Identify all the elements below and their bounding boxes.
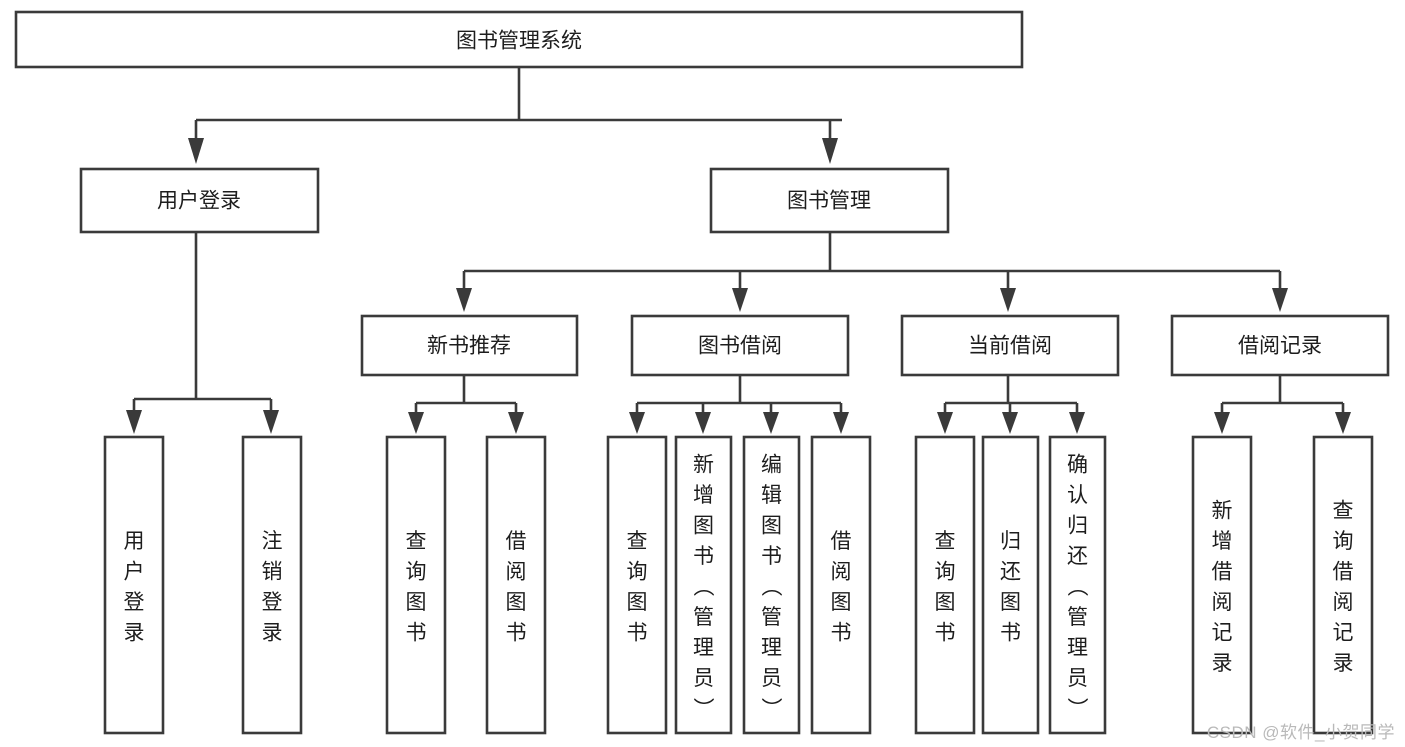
node-book-borrow-label: 图书借阅: [698, 335, 782, 358]
node-book-manage-label: 图书管理: [787, 190, 871, 213]
node-book-manage[interactable]: 图书管理: [709, 167, 950, 234]
node-leaf-edit-book-label: 编辑图书（管理员）: [761, 454, 783, 721]
node-leaf-query-book-3-label: 查询图书: [935, 530, 956, 645]
arrow-head-leaf-add-record: [1214, 412, 1230, 434]
node-leaf-borrow-book-1[interactable]: 借阅图书: [485, 435, 547, 735]
arrow-head-borrow-record: [1272, 288, 1288, 312]
node-leaf-add-book-box[interactable]: [674, 435, 733, 735]
node-leaf-logout-label: 注销登录: [262, 530, 283, 645]
arrow-head-leaf-confirm-return: [1069, 412, 1085, 434]
arrow-head-leaf-user-login: [126, 410, 142, 434]
arrow-head-user-login: [188, 138, 204, 164]
edge-group-new-book-recommend-to-leaves: [408, 375, 524, 434]
node-leaf-borrow-book-1-label: 借阅图书: [506, 530, 527, 645]
node-leaf-add-record-box[interactable]: [1191, 435, 1253, 735]
node-leaf-query-book-1-box[interactable]: [385, 435, 447, 735]
arrow-head-leaf-add-book: [695, 412, 711, 434]
node-root[interactable]: 图书管理系统: [14, 10, 1024, 69]
arrow-head-current-borrow: [1000, 288, 1016, 312]
node-root-box[interactable]: [14, 10, 1024, 69]
node-leaf-user-login[interactable]: 用户登录: [103, 435, 165, 735]
node-leaf-confirm-return-box[interactable]: [1048, 435, 1107, 735]
node-leaf-query-book-1-label: 查询图书: [406, 530, 427, 645]
node-leaf-query-book-3[interactable]: 查询图书: [914, 435, 976, 735]
arrow-head-book-borrow: [732, 288, 748, 312]
node-leaf-borrow-book-2[interactable]: 借阅图书: [810, 435, 872, 735]
node-leaf-user-login-box[interactable]: [103, 435, 165, 735]
edge-group-current-borrow-to-leaves: [937, 375, 1085, 434]
arrow-head-book-manage: [822, 138, 838, 164]
node-borrow-record-box[interactable]: [1170, 314, 1390, 377]
arrow-head-new-book-recommend: [456, 288, 472, 312]
node-leaf-query-record-box[interactable]: [1312, 435, 1374, 735]
node-leaf-confirm-return[interactable]: 确认归还（管理员）: [1048, 435, 1107, 735]
node-leaf-borrow-book-2-box[interactable]: [810, 435, 872, 735]
node-leaf-edit-book[interactable]: 编辑图书（管理员）: [742, 435, 801, 735]
node-leaf-logout[interactable]: 注销登录: [241, 435, 303, 735]
node-root-label: 图书管理系统: [456, 30, 582, 53]
node-leaf-query-record[interactable]: 查询借阅记录: [1312, 435, 1374, 735]
arrow-head-leaf-edit-book: [763, 412, 779, 434]
node-leaf-return-book-box[interactable]: [981, 435, 1040, 735]
node-current-borrow[interactable]: 当前借阅: [900, 314, 1120, 377]
node-leaf-query-book-3-box[interactable]: [914, 435, 976, 735]
edge-group-book-borrow-to-leaves: [629, 375, 849, 434]
node-leaf-logout-box[interactable]: [241, 435, 303, 735]
arrow-head-leaf-query-book-2: [629, 412, 645, 434]
node-leaf-query-book-1[interactable]: 查询图书: [385, 435, 447, 735]
node-current-borrow-label: 当前借阅: [968, 335, 1052, 358]
edge-group-user-login-to-leaves: [126, 232, 279, 434]
node-book-borrow-box[interactable]: [630, 314, 850, 377]
node-leaf-query-book-2-box[interactable]: [606, 435, 668, 735]
node-new-book-recommend-box[interactable]: [360, 314, 579, 377]
edge-group-borrow-record-to-leaves: [1214, 375, 1351, 434]
node-borrow-record-label: 借阅记录: [1238, 335, 1322, 358]
node-leaf-user-login-label: 用户登录: [124, 530, 145, 645]
node-leaf-return-book-label: 归还图书: [1000, 530, 1021, 645]
edge-group-book-manage-to-level3: [456, 232, 1288, 312]
arrow-head-leaf-logout: [263, 410, 279, 434]
node-book-manage-box[interactable]: [709, 167, 950, 234]
node-leaf-add-record[interactable]: 新增借阅记录: [1191, 435, 1253, 735]
node-leaf-add-book[interactable]: 新增图书（管理员）: [674, 435, 733, 735]
node-leaf-query-book-2-label: 查询图书: [627, 530, 648, 645]
arrow-head-leaf-borrow-book-2: [833, 412, 849, 434]
node-borrow-record[interactable]: 借阅记录: [1170, 314, 1390, 377]
node-leaf-add-record-label: 新增借阅记录: [1212, 499, 1233, 675]
arrow-head-leaf-query-record: [1335, 412, 1351, 434]
arrow-head-leaf-return-book: [1002, 412, 1018, 434]
node-new-book-recommend[interactable]: 新书推荐: [360, 314, 579, 377]
node-new-book-recommend-label: 新书推荐: [427, 335, 511, 358]
arrow-head-leaf-query-book-1: [408, 412, 424, 434]
csdn-watermark: CSDN @软件_小贺同学: [1206, 723, 1395, 742]
arrow-head-leaf-query-book-3: [937, 412, 953, 434]
node-leaf-return-book[interactable]: 归还图书: [981, 435, 1040, 735]
node-user-login[interactable]: 用户登录: [79, 167, 320, 234]
node-leaf-query-book-2[interactable]: 查询图书: [606, 435, 668, 735]
leaf-node-layer: 用户登录 注销登录 查询图书 借阅图书 查询图书 新增图书（管理员） 编辑图书（管理员） 借阅…: [103, 435, 1374, 735]
node-current-borrow-box[interactable]: [900, 314, 1120, 377]
node-book-borrow[interactable]: 图书借阅: [630, 314, 850, 377]
node-leaf-edit-book-box[interactable]: [742, 435, 801, 735]
node-leaf-borrow-book-1-box[interactable]: [485, 435, 547, 735]
node-leaf-add-book-label: 新增图书（管理员）: [693, 454, 715, 721]
node-leaf-confirm-return-label: 确认归还（管理员）: [1067, 454, 1089, 721]
arrow-head-leaf-borrow-book-1: [508, 412, 524, 434]
node-user-login-label: 用户登录: [157, 190, 241, 213]
edge-group-root-to-level2: [188, 67, 842, 164]
node-user-login-box[interactable]: [79, 167, 320, 234]
node-leaf-query-record-label: 查询借阅记录: [1333, 499, 1354, 675]
node-leaf-borrow-book-2-label: 借阅图书: [831, 530, 852, 645]
